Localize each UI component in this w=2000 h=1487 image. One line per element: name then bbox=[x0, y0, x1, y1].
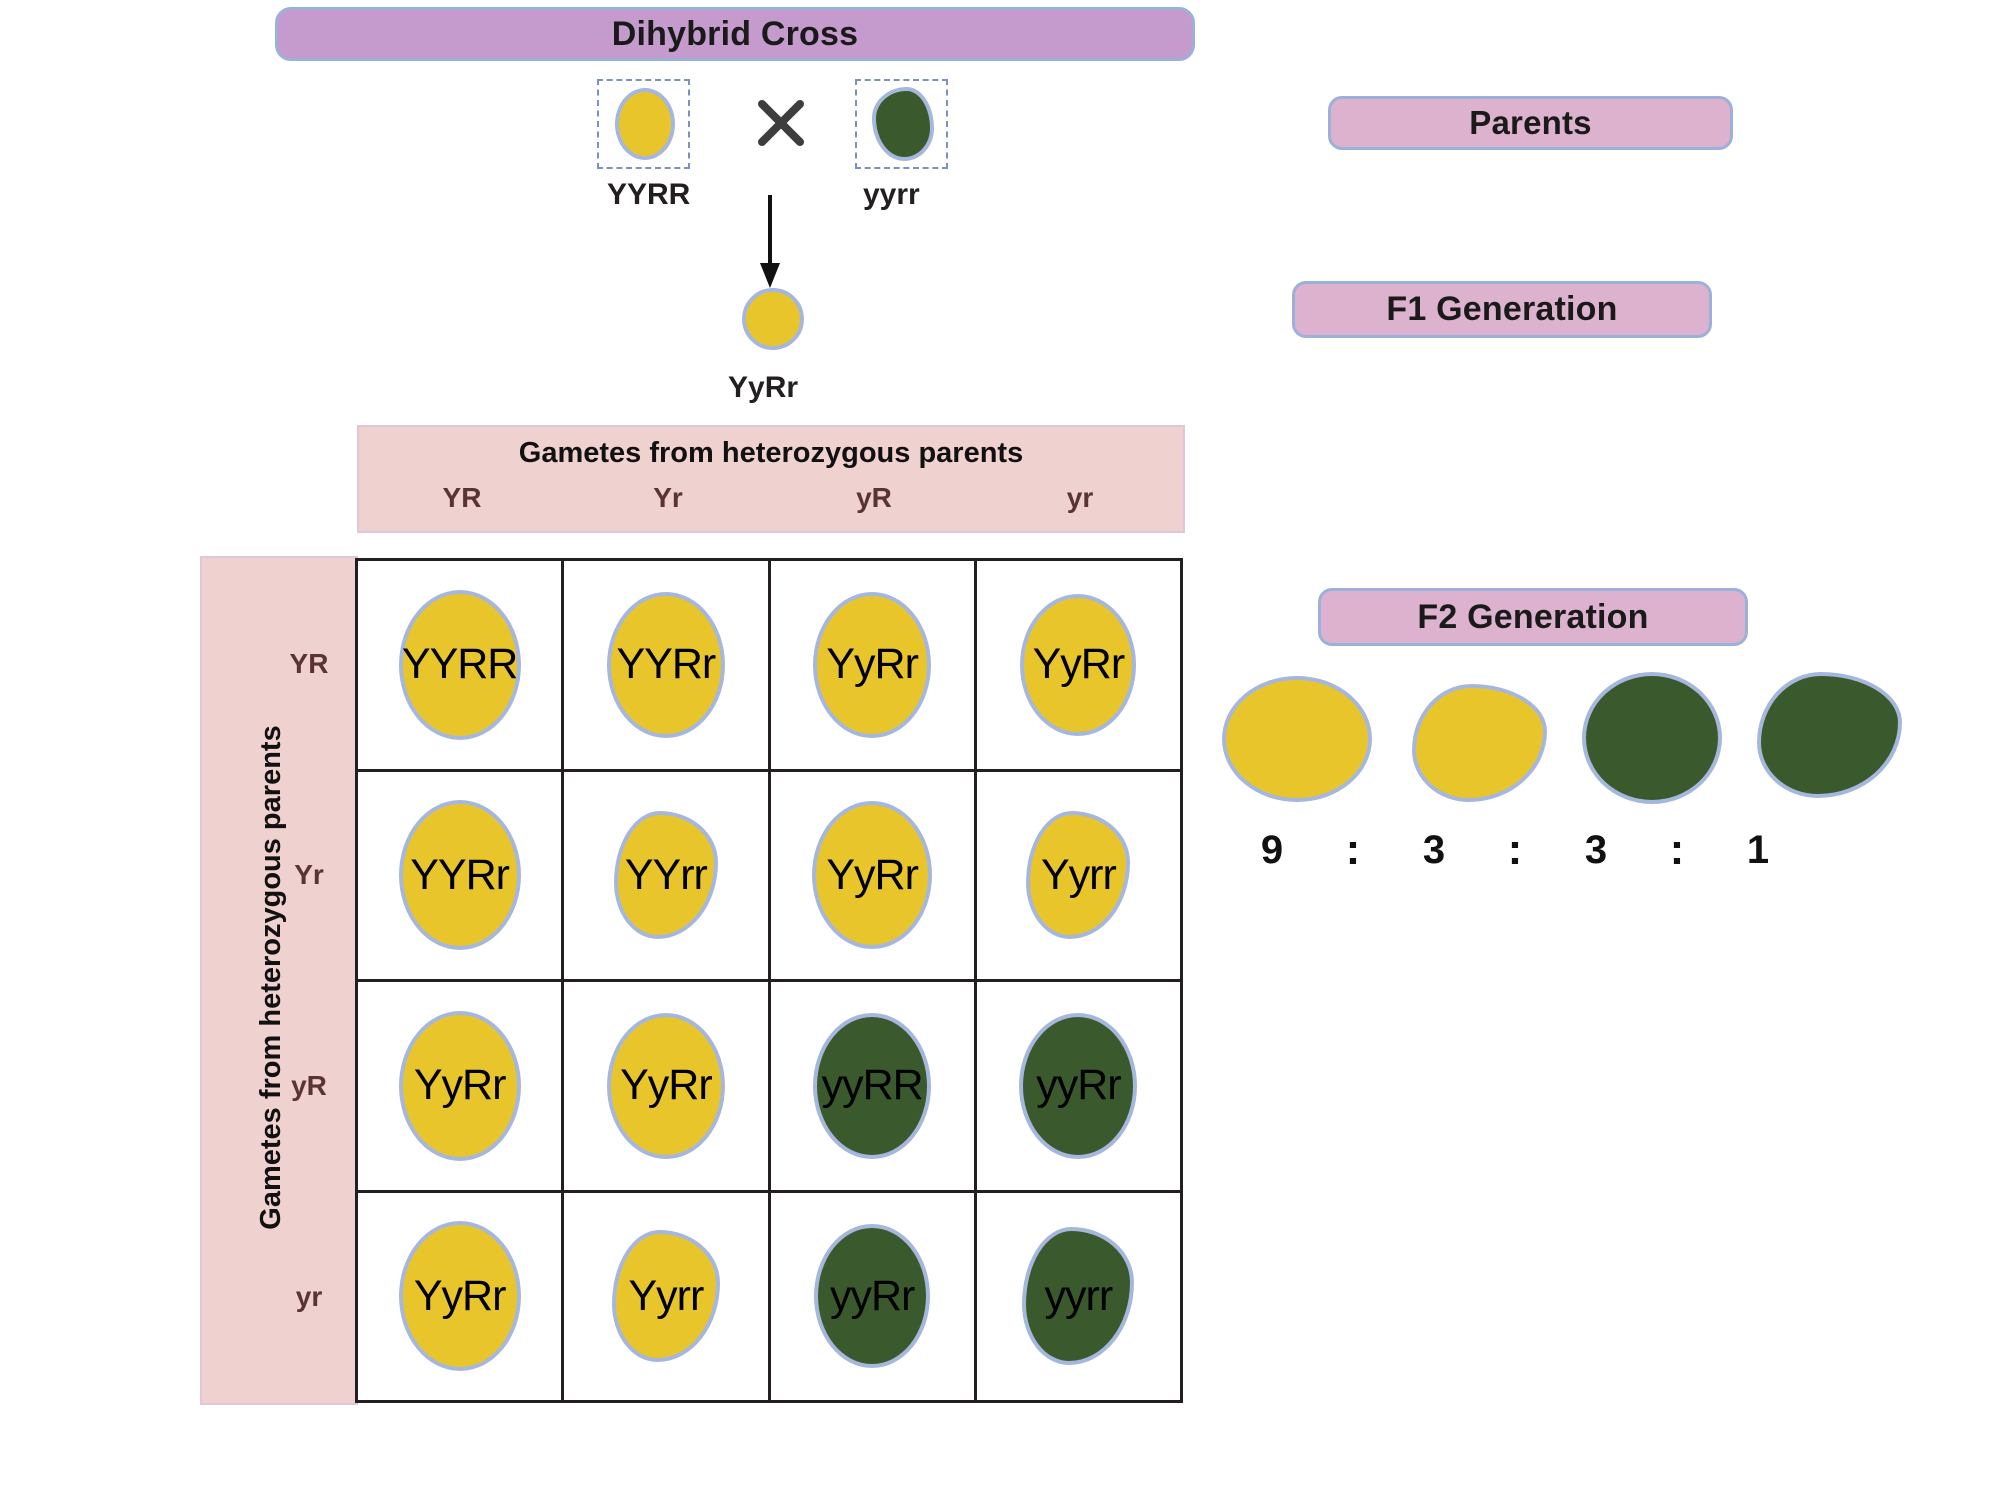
parent-a-genotype-label: YYRR bbox=[607, 178, 691, 211]
f1-genotype-label: YyRr bbox=[728, 371, 799, 404]
f2-seed-green-round bbox=[1582, 672, 1722, 804]
punnett-column-header-title: Gametes from heterozygous parents bbox=[518, 437, 1024, 469]
column-gamete-3: yr bbox=[1066, 482, 1094, 513]
row-gamete-3: yr bbox=[295, 1281, 323, 1313]
punnett-seed-yellow-round: YyRr bbox=[812, 801, 933, 950]
punnett-seed-yellow-wrinkled: Yyrr bbox=[611, 1230, 720, 1363]
punnett-cell-r0-c1[interactable]: YYRr bbox=[564, 561, 771, 772]
punnett-row-header-band: Gametes from heterozygous parents YR Yr … bbox=[200, 556, 358, 1405]
f2-phenotype-seed-row bbox=[1222, 672, 1912, 804]
row-gamete-2: yR bbox=[291, 1070, 327, 1102]
punnett-seed-yellow-round: YYRr bbox=[606, 591, 725, 738]
row-gamete-1: Yr bbox=[294, 858, 324, 890]
parent-b-seed-green-wrinkled bbox=[872, 87, 934, 161]
punnett-seed-yellow-round: YYRR bbox=[398, 589, 521, 740]
f2-ratio-count-1: 3 bbox=[1422, 827, 1446, 872]
f2-seed-yellow-wrinkled bbox=[1412, 684, 1547, 802]
punnett-column-header-band: Gametes from heterozygous parents YR Yr … bbox=[357, 425, 1185, 533]
punnett-genotype-label: yyrr bbox=[1044, 1271, 1114, 1320]
punnett-genotype-label: YYRr bbox=[410, 850, 510, 899]
punnett-cell-r0-c2[interactable]: YyRr bbox=[770, 561, 977, 772]
punnett-genotype-label: Yyrr bbox=[628, 1271, 704, 1320]
parents-banner-text: Parents bbox=[1469, 104, 1592, 141]
column-gamete-2: yR bbox=[856, 482, 892, 513]
punnett-cell-r1-c3[interactable]: Yyrr bbox=[976, 771, 1183, 982]
punnett-cell-r1-c2[interactable]: YyRr bbox=[770, 771, 977, 982]
parent-b-selection-box bbox=[855, 79, 948, 169]
f2-ratio-separator-1: : bbox=[1507, 825, 1523, 874]
punnett-cell-r1-c0[interactable]: YYRr bbox=[358, 771, 565, 982]
punnett-genotype-label: YYRr bbox=[616, 640, 717, 689]
f1-generation-banner: F1 Generation bbox=[1292, 281, 1712, 338]
punnett-cell-r1-c1[interactable]: YYrr bbox=[564, 771, 771, 982]
punnett-cell-r0-c0[interactable]: YYRR bbox=[358, 561, 565, 772]
parents-banner: Parents bbox=[1328, 96, 1733, 150]
f1-generation-banner-text: F1 Generation bbox=[1386, 290, 1618, 328]
punnett-genotype-label: YyRr bbox=[413, 1061, 507, 1110]
punnett-seed-green-round: yyRr bbox=[1019, 1012, 1138, 1159]
punnett-cell-r3-c0[interactable]: YyRr bbox=[358, 1192, 565, 1403]
punnett-cell-r3-c2[interactable]: yyRr bbox=[770, 1192, 977, 1403]
punnett-row-gamete-column: YR Yr yR yr bbox=[270, 558, 348, 1403]
f2-generation-banner-text: F2 Generation bbox=[1417, 597, 1649, 636]
parent-a-selection-box bbox=[597, 79, 690, 169]
parent-a-seed-yellow-round bbox=[615, 88, 675, 160]
punnett-seed-yellow-round: YYRr bbox=[398, 800, 521, 951]
f2-ratio-count-0: 9 bbox=[1260, 827, 1284, 872]
punnett-seed-green-wrinkled: yyrr bbox=[1022, 1227, 1135, 1366]
punnett-genotype-label: yyRR bbox=[821, 1061, 924, 1110]
punnett-genotype-label: YyRr bbox=[413, 1271, 507, 1320]
punnett-seed-yellow-round: YyRr bbox=[398, 1010, 521, 1161]
f2-seed-green-wrinkled bbox=[1757, 672, 1902, 798]
f2-ratio-count-2: 3 bbox=[1584, 827, 1608, 872]
diagram-title-banner: Dihybrid Cross bbox=[275, 7, 1195, 61]
f2-ratio-count-3: 1 bbox=[1746, 827, 1770, 872]
punnett-seed-yellow-wrinkled: YYrr bbox=[613, 811, 718, 940]
diagram-title-text: Dihybrid Cross bbox=[611, 14, 859, 53]
punnett-seed-green-round: yyRr bbox=[814, 1224, 931, 1369]
cross-down-arrow-icon bbox=[750, 195, 790, 290]
punnett-genotype-label: YyRr bbox=[826, 850, 919, 899]
punnett-genotype-label: yyRr bbox=[1036, 1061, 1121, 1110]
punnett-seed-yellow-round: YyRr bbox=[398, 1221, 521, 1372]
f2-ratio-separator-0: : bbox=[1345, 825, 1361, 874]
punnett-cell-r2-c0[interactable]: YyRr bbox=[358, 982, 565, 1193]
f2-generation-banner: F2 Generation bbox=[1318, 588, 1748, 646]
punnett-genotype-label: YyRr bbox=[1032, 640, 1126, 689]
f2-ratio-separator-2: : bbox=[1669, 825, 1685, 874]
row-gamete-0: YR bbox=[289, 647, 329, 679]
column-gamete-1: Yr bbox=[653, 482, 683, 513]
column-gamete-0: YR bbox=[442, 482, 482, 513]
punnett-genotype-label: YYrr bbox=[624, 850, 708, 899]
cross-multiplication-icon bbox=[750, 80, 812, 166]
punnett-seed-yellow-round: YyRr bbox=[1020, 593, 1137, 736]
punnett-genotype-label: Yyrr bbox=[1040, 850, 1117, 899]
punnett-genotype-label: yyRr bbox=[829, 1271, 915, 1320]
punnett-genotype-label: YyRr bbox=[620, 1061, 713, 1110]
punnett-seed-yellow-round: YyRr bbox=[813, 591, 932, 738]
punnett-cell-r0-c3[interactable]: YyRr bbox=[976, 561, 1183, 772]
punnett-cell-r2-c3[interactable]: yyRr bbox=[976, 982, 1183, 1193]
punnett-genotype-label: YyRr bbox=[826, 640, 919, 689]
punnett-cell-r3-c3[interactable]: yyrr bbox=[976, 1192, 1183, 1403]
punnett-column-gamete-row: YR Yr yR yr bbox=[359, 482, 1183, 528]
f1-seed-yellow-round bbox=[742, 288, 804, 350]
f2-phenotypic-ratio-row: 9: 3: 3: 1 bbox=[1222, 820, 1922, 880]
punnett-genotype-label: YYRR bbox=[401, 640, 518, 689]
punnett-cell-r2-c2[interactable]: yyRR bbox=[770, 982, 977, 1193]
punnett-seed-yellow-round: YyRr bbox=[606, 1012, 725, 1159]
f2-seed-yellow-round bbox=[1222, 676, 1372, 802]
punnett-cell-r2-c1[interactable]: YyRr bbox=[564, 982, 771, 1193]
punnett-seed-green-round: yyRR bbox=[813, 1012, 932, 1159]
punnett-seed-yellow-wrinkled: Yyrr bbox=[1026, 811, 1131, 940]
parent-b-genotype-label: yyrr bbox=[863, 178, 920, 211]
punnett-cell-r3-c1[interactable]: Yyrr bbox=[564, 1192, 771, 1403]
